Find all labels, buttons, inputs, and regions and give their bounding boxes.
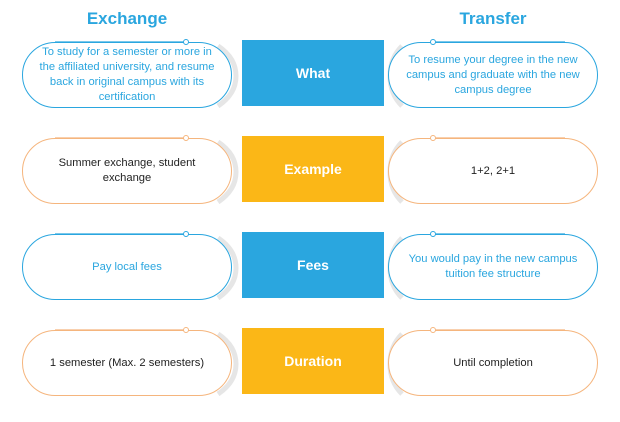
right-dot [430,135,436,141]
what-label: What [242,40,384,106]
exchange-duration-text: 1 semester (Max. 2 semesters) [22,330,232,396]
comparison-row-example: Summer exchange, student exchange 1+2, 2… [0,134,620,230]
fees-label: Fees [242,232,384,298]
comparison-row-fees: Pay local fees You would pay in the new … [0,230,620,326]
left-dot [183,327,189,333]
exchange-fees-text: Pay local fees [22,234,232,300]
transfer-example-text: 1+2, 2+1 [388,138,598,204]
right-dot [430,231,436,237]
exchange-heading: Exchange [86,9,168,28]
transfer-fees-text: You would pay in the new campus tuition … [388,234,598,300]
right-dot [430,39,436,45]
duration-label: Duration [242,328,384,394]
exchange-what-text: To study for a semester or more in the a… [22,42,232,108]
transfer-what-text: To resume your degree in the new campus … [388,42,598,108]
exchange-example-text: Summer exchange, student exchange [22,138,232,204]
comparison-row-duration: 1 semester (Max. 2 semesters) Until comp… [0,326,620,422]
transfer-heading: Transfer [459,9,527,28]
right-dot [430,327,436,333]
example-label: Example [242,136,384,202]
left-dot [183,231,189,237]
transfer-duration-text: Until completion [388,330,598,396]
left-dot [183,39,189,45]
left-dot [183,135,189,141]
comparison-row-what: To study for a semester or more in the a… [0,38,620,134]
